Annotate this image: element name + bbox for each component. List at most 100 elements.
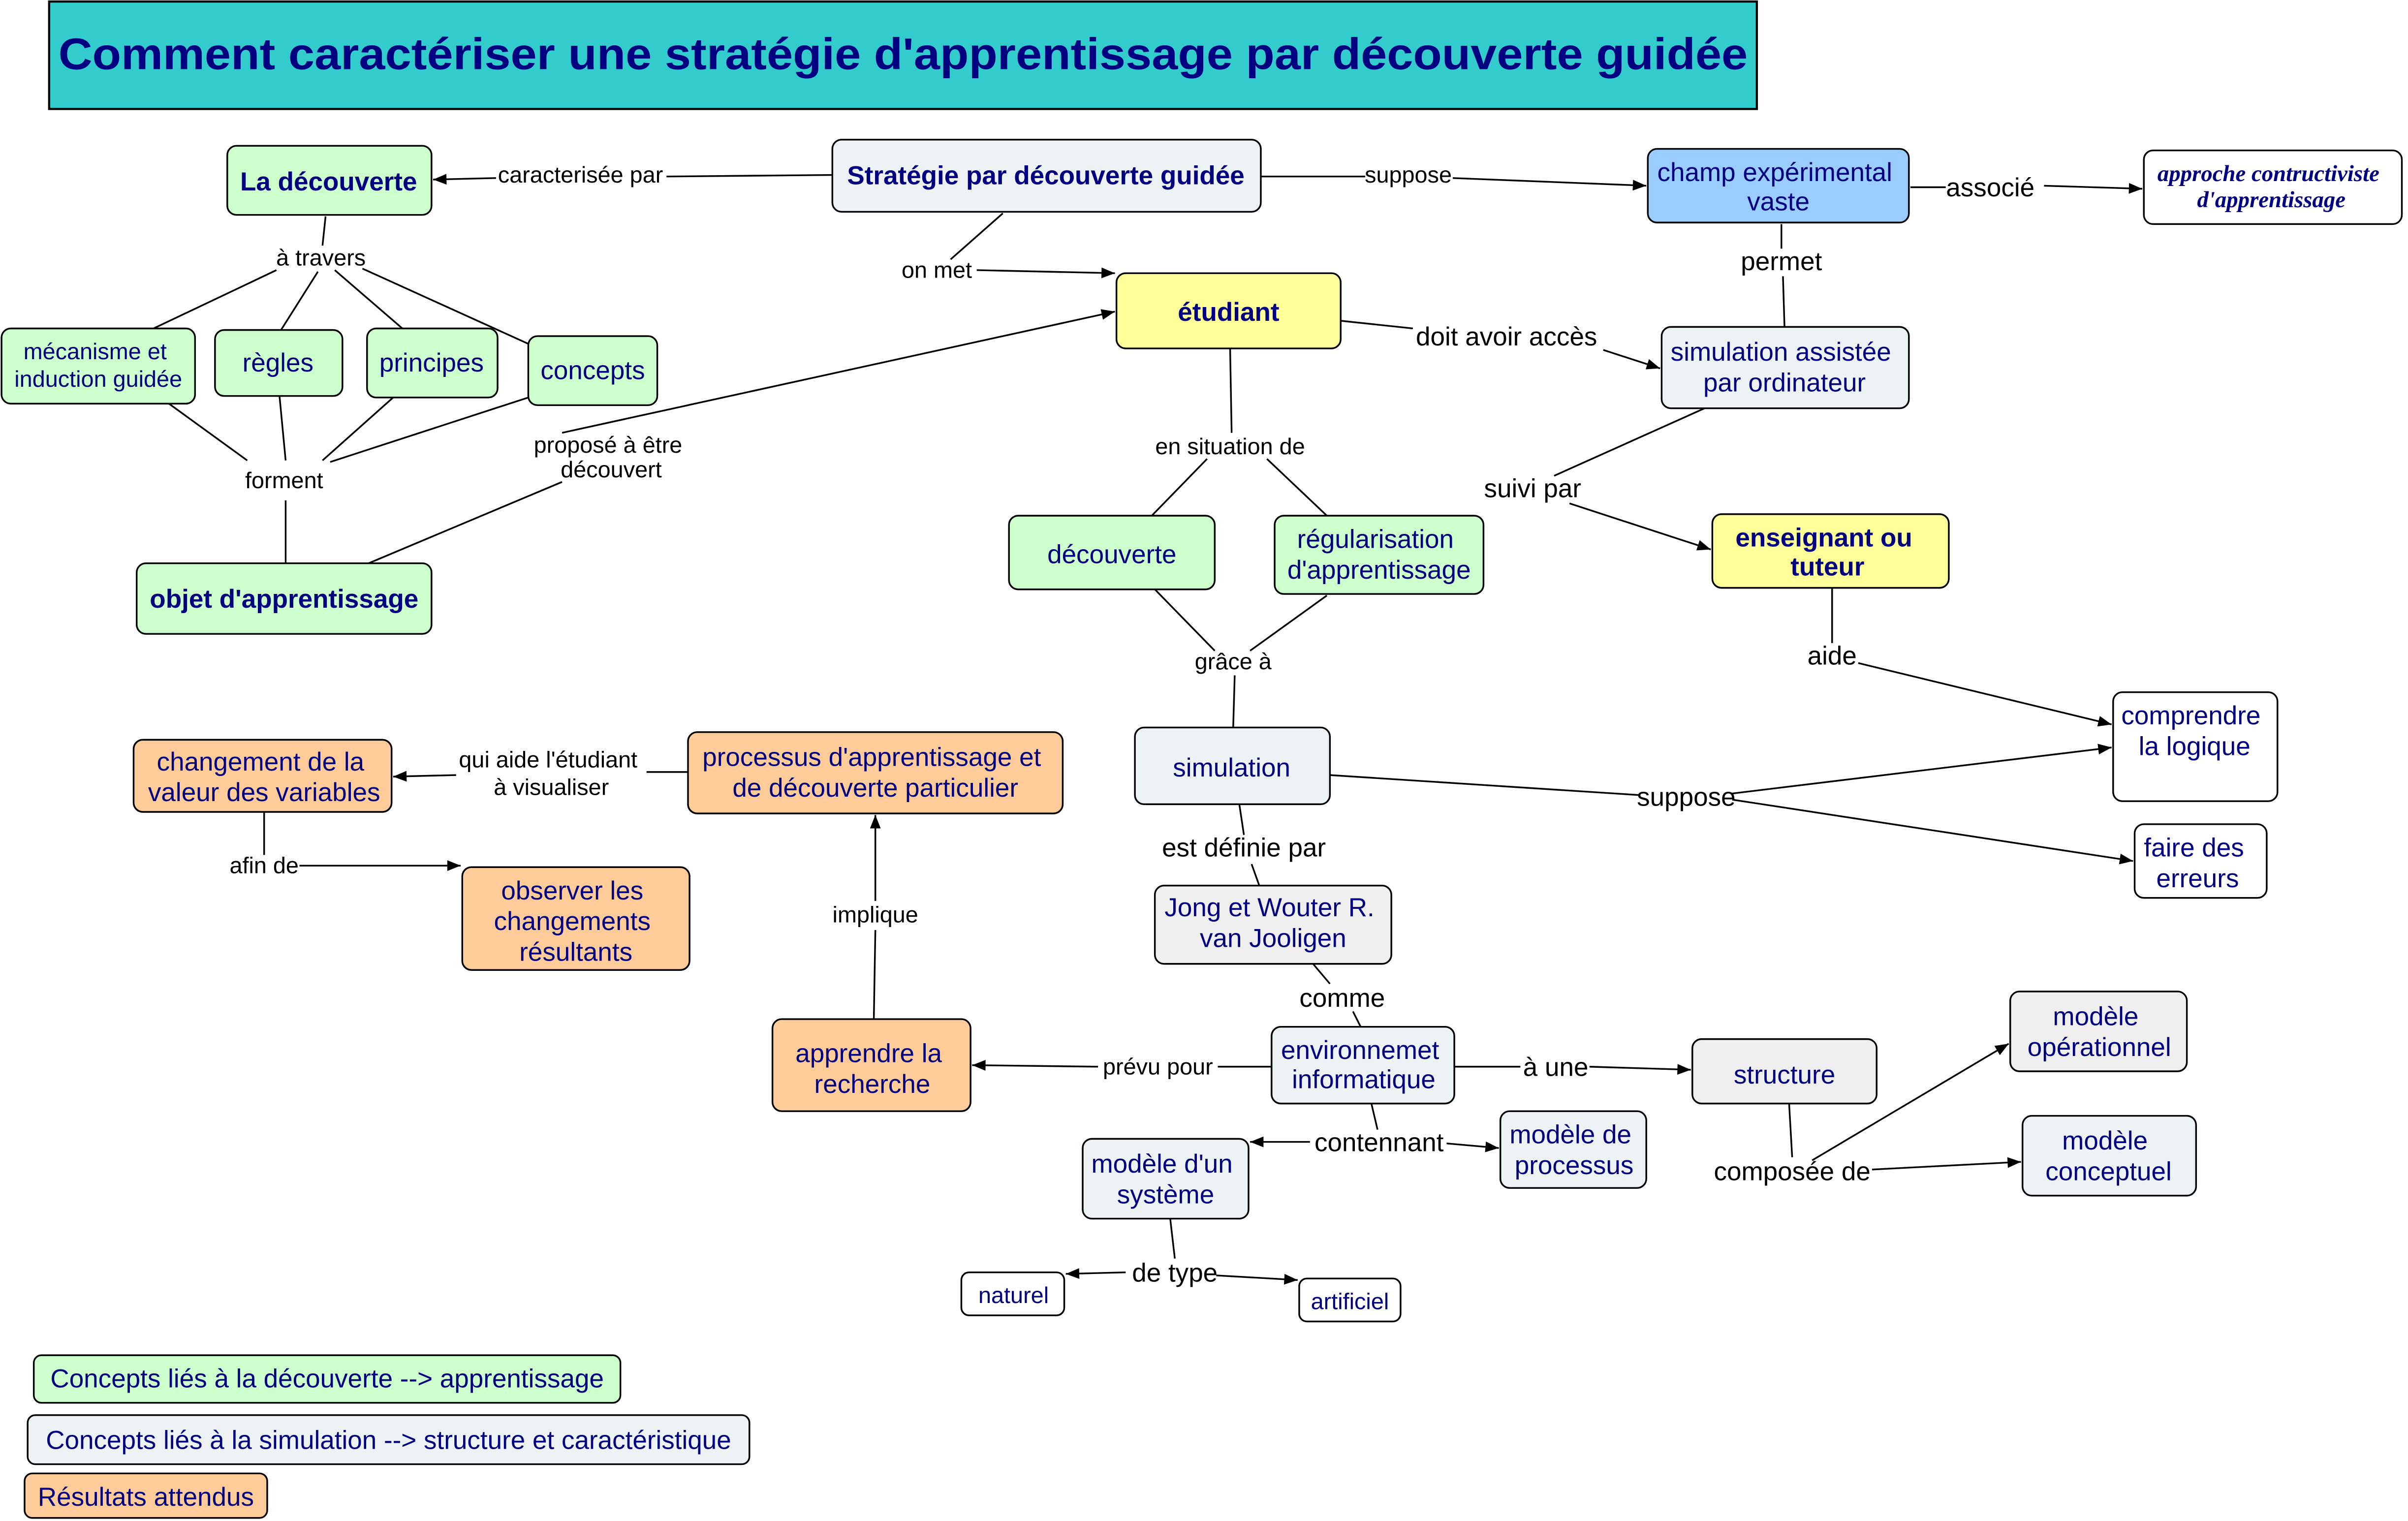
- concept-label-line: modèle: [2062, 1126, 2148, 1155]
- legend-label: Concepts liés à la simulation --> struct…: [46, 1426, 731, 1455]
- concept-label: règles: [243, 348, 313, 377]
- concept-label: étudiant: [1178, 298, 1279, 327]
- concept-label-line: comprendre: [2121, 701, 2260, 730]
- link-line: [168, 403, 248, 462]
- link-line: [1370, 1103, 1378, 1130]
- concept-box: [214, 329, 344, 397]
- linking-phrase-permet: permet: [1741, 247, 1822, 276]
- concept-label: processus d'apprentissage et de découver…: [702, 743, 1048, 802]
- linking-phrase-line: qui aide l'étudiant: [459, 747, 637, 773]
- link-line: [334, 269, 403, 329]
- concept-label-line: environnemet: [1281, 1036, 1439, 1065]
- link-line: [1250, 594, 1328, 652]
- link-line: [1341, 320, 1413, 330]
- concept-apprendre-recherche: apprendre la recherche: [771, 1018, 971, 1112]
- link-line: [153, 269, 277, 330]
- concept-label-line: erreurs: [2156, 864, 2239, 893]
- title-banner: Comment caractériser une stratégie d'app…: [48, 0, 1758, 110]
- link-line: [1229, 348, 1233, 433]
- concept-label: modèle opérationnel: [2028, 1002, 2171, 1062]
- concept-principes: principes: [366, 327, 499, 399]
- concept-label: mécanisme et induction guidée: [14, 339, 182, 392]
- link-line: [1154, 589, 1216, 652]
- concept-box: [0, 327, 196, 405]
- link-line: [950, 213, 1003, 260]
- linking-phrase-contennant: contennant: [1314, 1128, 1444, 1157]
- link-line: [1788, 1103, 1793, 1157]
- concept-label: changement de la valeur des variables: [148, 747, 380, 807]
- link-arrow: [1603, 349, 1660, 370]
- concept-label: La découverte: [240, 167, 417, 196]
- linking-phrase-on-met: on met: [902, 257, 972, 283]
- concept-decouverte: découverte: [1008, 515, 1216, 590]
- concept-comprendre: comprendre la logique: [2112, 691, 2279, 802]
- link-arrow: [976, 267, 1115, 279]
- concept-label: modèle conceptuel: [2045, 1126, 2171, 1186]
- linking-phrase-afin-de: afin de: [229, 853, 299, 878]
- concepts: La découverte Stratégie par découverte g…: [0, 139, 2403, 1323]
- link-line: [1232, 675, 1236, 728]
- concept-label-line: opérationnel: [2028, 1033, 2171, 1062]
- concept-label: Jong et Wouter R. van Jooligen: [1164, 893, 1381, 953]
- concept-label-line: approche contructiviste: [2158, 161, 2379, 186]
- legend-item-results: Résultats attendus: [24, 1472, 268, 1519]
- link-line: [1266, 458, 1328, 517]
- concept-champ-experimental: champ expérimental vaste: [1647, 148, 1910, 223]
- concept-box: [831, 139, 1262, 213]
- link-arrow: [1216, 1273, 1298, 1285]
- linking-phrase-a-travers: à travers: [276, 245, 366, 271]
- concept-label: comprendre la logique: [2121, 701, 2268, 761]
- concept-label: faire des erreurs: [2144, 833, 2251, 893]
- concept-box: [2022, 1115, 2197, 1197]
- legend: Concepts liés à la découverte --> appren…: [24, 1354, 751, 1519]
- linking-phrase-grace-a: grâce à: [1195, 649, 1272, 674]
- linking-phrase-line: découvert: [561, 457, 662, 482]
- concept-label: principes: [379, 348, 484, 377]
- linking-phrase-de-type: de type: [1132, 1258, 1218, 1287]
- concept-etudiant: étudiant: [1115, 272, 1342, 349]
- linking-phrase-line: à visualiser: [494, 775, 609, 800]
- link-line: [1151, 458, 1208, 517]
- linking-phrase-prevu-pour: prévu pour: [1103, 1054, 1213, 1079]
- concept-box: [1082, 1138, 1250, 1220]
- concept-mecanisme: mécanisme et induction guidée: [0, 327, 196, 405]
- concept-observer: observer les changements résultants: [461, 866, 690, 971]
- link-line: [1330, 774, 1639, 796]
- concept-label-line: conceptuel: [2045, 1157, 2171, 1186]
- concept-label: champ expérimental vaste: [1657, 158, 1899, 216]
- legend-swatch: [24, 1472, 268, 1519]
- concept-box: [226, 145, 433, 216]
- concept-label-line: mécanisme et: [24, 339, 167, 364]
- legend-swatch: [32, 1354, 622, 1404]
- concept-box: [1691, 1038, 1878, 1105]
- concept-jong: Jong et Wouter R. van Jooligen: [1154, 884, 1392, 965]
- linking-phrases: caracterisée par suppose associé à trave…: [229, 162, 2034, 1287]
- concept-box: [2133, 823, 2268, 899]
- link-line: [1782, 276, 1785, 327]
- link-line: [322, 397, 394, 462]
- link-line: [666, 174, 833, 178]
- concept-label-line: apprendre la: [795, 1039, 942, 1068]
- concept-box: [132, 739, 393, 813]
- concept-label-line: changement de la: [157, 747, 365, 776]
- linking-phrase-line: proposé à être: [534, 432, 683, 458]
- concept-box: [2112, 691, 2279, 802]
- concept-modele-operationnel: modèle opérationnel: [2009, 991, 2188, 1072]
- link-arrow: [1812, 1043, 2009, 1161]
- linking-phrase-qui-aide: qui aide l'étudiant à visualiser: [459, 747, 644, 800]
- linking-phrase-forment: forment: [245, 467, 323, 493]
- concept-label-line: la logique: [2139, 732, 2251, 761]
- link-arrow: [1858, 662, 2112, 727]
- link-line: [1312, 963, 1331, 985]
- concept-modele-conceptuel: modèle conceptuel: [2022, 1115, 2197, 1197]
- concept-label: modèle de processus: [1509, 1120, 1638, 1180]
- linking-phrase-doit-avoir-acces: doit avoir accès: [1416, 322, 1597, 351]
- concept-label-line: recherche: [814, 1070, 931, 1099]
- concept-label-line: van Jooligen: [1200, 924, 1346, 953]
- concept-label-line: changements: [494, 907, 651, 936]
- concept-label-line: informatique: [1292, 1065, 1436, 1094]
- concept-label: apprendre la recherche: [795, 1039, 949, 1098]
- concept-simulation: simulation: [1134, 726, 1331, 806]
- concept-box: [1115, 272, 1342, 349]
- concept-simulation-assistee: simulation assistée par ordinateur: [1660, 326, 1910, 409]
